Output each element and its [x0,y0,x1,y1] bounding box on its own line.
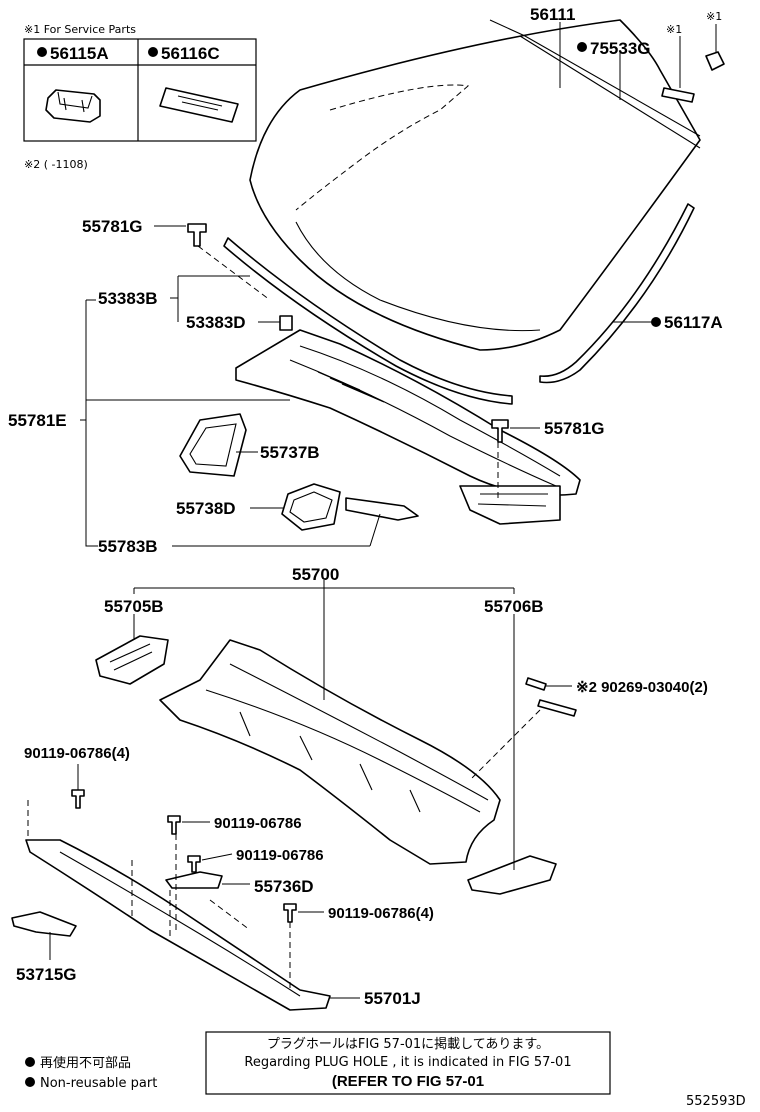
non-reusable-dot [37,47,47,57]
label-mark1-b: ※1 [706,10,722,23]
clip-55781G-top [187,223,207,247]
label-90119-4-left: 90119-06786(4) [24,745,130,762]
service-box-header: ※1 For Service Parts [24,23,136,36]
label-90269: ※2 90269-03040(2) [576,679,708,696]
reference-line-refer: (REFER TO FIG 57-01 [332,1073,484,1090]
clip-top-right [705,51,725,71]
non-reusable-dot [651,317,661,327]
bracket-53715G [11,911,77,937]
spacer-75533G [661,87,695,103]
label-53383B: 53383B [98,289,158,308]
bolt-90119-b [187,855,201,873]
non-reusable-dot [148,47,158,57]
bracket-55736D [165,871,223,889]
label-90119-4-right: 90119-06786(4) [328,905,434,922]
label-53715G: 53715G [16,965,77,984]
clip-55781G-right [491,419,509,443]
seal-55738D [281,483,341,531]
reference-line-en: Regarding PLUG HOLE , it is indicated in… [244,1055,571,1070]
windshield-glass [249,19,701,351]
label-mark1-a: ※1 [666,23,682,36]
label-55781G-top: 55781G [82,217,143,236]
label-56117A: 56117A [664,313,723,332]
part-56116C: 56116C [161,44,220,63]
label-55736D: 55736D [254,877,314,896]
clip-53383D [279,315,293,331]
bolt-90269 [525,677,577,717]
bolt-90119-right [283,903,297,923]
service-parts-box: ※1 For Service Parts 56115A 56116C [23,23,257,142]
legend: 再使用不可部品 Non-reusable part [25,1055,157,1091]
part-56115A: 56115A [50,44,109,63]
label-75533G: 75533G [590,39,651,58]
molding-56117A [223,203,695,405]
label-55701J: 55701J [364,989,421,1008]
cowl-lower-55701J [25,800,331,1011]
diagram-code: 552593D [686,1094,746,1109]
bracket-55706B [467,855,557,895]
label-55781E: 55781E [8,411,67,430]
label-55705B: 55705B [104,597,164,616]
non-reusable-dot [25,1057,35,1067]
label-55738D: 55738D [176,499,236,518]
cowl-louver-55781E [235,329,581,525]
seal-55737B [179,413,247,477]
label-55706B: 55706B [484,597,544,616]
label-55700: 55700 [292,565,339,584]
bracket-55705B [95,635,169,685]
bolt-90119-a [167,815,181,835]
label-90119-a: 90119-06786 [214,815,302,832]
cowl-panel-55700 [159,639,501,865]
non-reusable-dot [577,42,587,52]
legend-en: Non-reusable part [40,1076,157,1091]
clip-56115A-drawing [45,89,101,123]
label-55783B: 55783B [98,537,158,556]
pad-56116C-drawing [159,87,239,123]
label-90119-b: 90119-06786 [236,847,324,864]
bolt-90119-left [71,789,85,809]
legend-jp: 再使用不可部品 [40,1055,131,1071]
label-53383D: 53383D [186,313,246,332]
reference-note-box: プラグホールはFIG 57-01に掲載してあります。 Regarding PLU… [205,1031,611,1095]
non-reusable-dot [25,1077,35,1087]
label-56111: 56111 [530,5,575,24]
label-55781G-right: 55781G [544,419,605,438]
note-2: ※2 ( -1108) [24,158,88,171]
bracket-55783B [345,497,419,521]
label-55737B: 55737B [260,443,320,462]
reference-line-jp: プラグホールはFIG 57-01に掲載してあります。 [267,1036,549,1052]
